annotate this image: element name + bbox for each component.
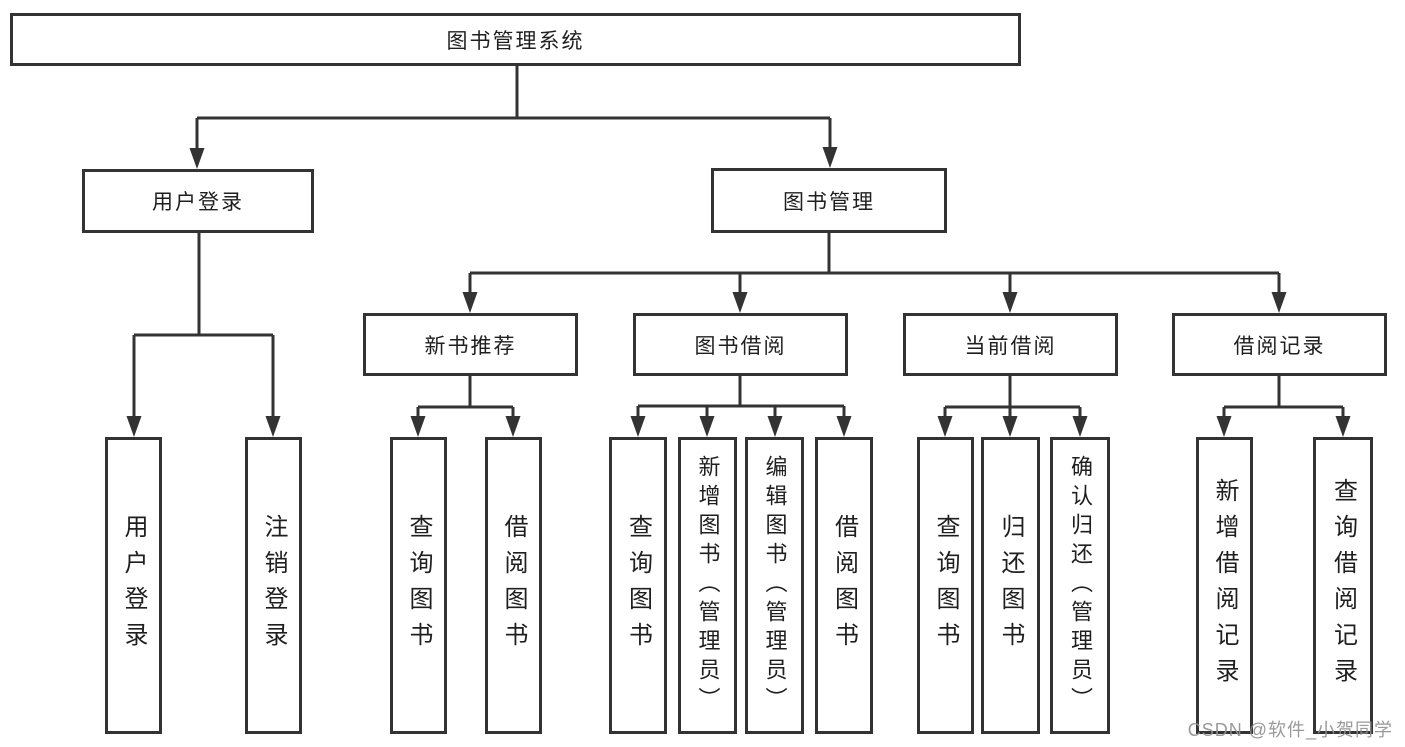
node-user-login-branch: 用户登录 bbox=[82, 169, 314, 233]
leaf-borrow-books-recommend: 借阅图书 bbox=[485, 437, 542, 734]
leaf-query-books-current-label: 查询图书 bbox=[932, 513, 959, 658]
node-book-management: 图书管理 bbox=[711, 168, 947, 233]
arrowhead-icon bbox=[189, 148, 205, 169]
leaf-query-books-borrowing-label: 查询图书 bbox=[624, 513, 652, 658]
leaf-logout-label: 注销登录 bbox=[260, 513, 287, 658]
leaf-query-borrow-record-label: 查询借阅记录 bbox=[1329, 477, 1357, 694]
node-user-login-branch-label: 用户登录 bbox=[152, 191, 244, 214]
leaf-query-books-borrowing: 查询图书 bbox=[609, 437, 667, 734]
arrowhead-icon bbox=[505, 416, 521, 437]
node-current-borrowing-label: 当前借阅 bbox=[964, 334, 1057, 358]
connector-line bbox=[468, 233, 1281, 301]
leaf-user-login: 用户登录 bbox=[105, 437, 162, 734]
leaf-confirm-return-admin-label: 确认归还（管理员） bbox=[1068, 455, 1093, 716]
arrowhead-icon bbox=[767, 416, 783, 437]
leaf-add-book-admin: 新增图书（管理员） bbox=[678, 437, 737, 734]
node-book-borrowing-label: 图书借阅 bbox=[694, 334, 787, 358]
arrowhead-icon bbox=[630, 416, 646, 437]
leaf-add-book-admin-label: 新增图书（管理员） bbox=[695, 455, 721, 716]
leaf-add-borrow-record: 新增借阅记录 bbox=[1196, 437, 1253, 734]
leaf-query-borrow-record: 查询借阅记录 bbox=[1313, 437, 1373, 734]
leaf-query-books-recommend-label: 查询图书 bbox=[405, 513, 432, 658]
arrowhead-icon bbox=[732, 292, 748, 313]
csdn-watermark: CSDN @软件_小贺同学 bbox=[1187, 720, 1393, 740]
node-new-book-recommendation-label: 新书推荐 bbox=[424, 334, 517, 358]
leaf-return-books: 归还图书 bbox=[981, 437, 1040, 734]
connector-line bbox=[195, 66, 832, 157]
arrowhead-icon bbox=[1002, 416, 1018, 437]
leaf-user-login-label: 用户登录 bbox=[120, 513, 147, 658]
arrowhead-icon bbox=[836, 416, 852, 437]
arrowhead-icon bbox=[1271, 292, 1287, 313]
node-book-management-label: 图书管理 bbox=[783, 190, 875, 214]
connector-line bbox=[943, 376, 1082, 425]
arrowhead-icon bbox=[1002, 292, 1018, 313]
leaf-query-books-recommend: 查询图书 bbox=[390, 437, 447, 734]
node-library-system-label: 图书管理系统 bbox=[446, 29, 585, 53]
node-library-system: 图书管理系统 bbox=[10, 13, 1021, 66]
arrowhead-icon bbox=[822, 147, 838, 168]
arrowhead-icon bbox=[265, 416, 281, 437]
arrowhead-icon bbox=[1216, 416, 1232, 437]
node-current-borrowing: 当前借阅 bbox=[903, 313, 1118, 376]
connector-line bbox=[416, 376, 515, 425]
node-borrowing-records-label: 借阅记录 bbox=[1233, 334, 1326, 358]
leaf-logout: 注销登录 bbox=[245, 437, 302, 734]
arrowhead-icon bbox=[699, 416, 715, 437]
node-borrowing-records: 借阅记录 bbox=[1172, 313, 1387, 376]
node-book-borrowing: 图书借阅 bbox=[633, 313, 848, 376]
leaf-borrow-books-recommend-label: 借阅图书 bbox=[500, 513, 527, 658]
connector-line bbox=[1222, 376, 1345, 425]
node-new-book-recommendation: 新书推荐 bbox=[363, 313, 578, 376]
connector-line bbox=[132, 233, 275, 425]
leaf-confirm-return-admin: 确认归还（管理员） bbox=[1050, 437, 1110, 734]
leaf-add-borrow-record-label: 新增借阅记录 bbox=[1211, 477, 1238, 694]
leaf-edit-book-admin: 编辑图书（管理员） bbox=[745, 437, 804, 734]
leaf-edit-book-admin-label: 编辑图书（管理员） bbox=[762, 455, 788, 716]
leaf-borrow-books-borrowing-label: 借阅图书 bbox=[830, 513, 858, 658]
leaf-query-books-current: 查询图书 bbox=[917, 437, 974, 734]
arrowhead-icon bbox=[937, 416, 953, 437]
arrowhead-icon bbox=[410, 416, 426, 437]
arrowhead-icon bbox=[126, 416, 142, 437]
arrowhead-icon bbox=[462, 292, 478, 313]
arrowhead-icon bbox=[1072, 416, 1088, 437]
arrowhead-icon bbox=[1335, 416, 1351, 437]
connector-line bbox=[636, 376, 846, 425]
leaf-return-books-label: 归还图书 bbox=[997, 513, 1024, 658]
leaf-borrow-books-borrowing: 借阅图书 bbox=[815, 437, 873, 734]
